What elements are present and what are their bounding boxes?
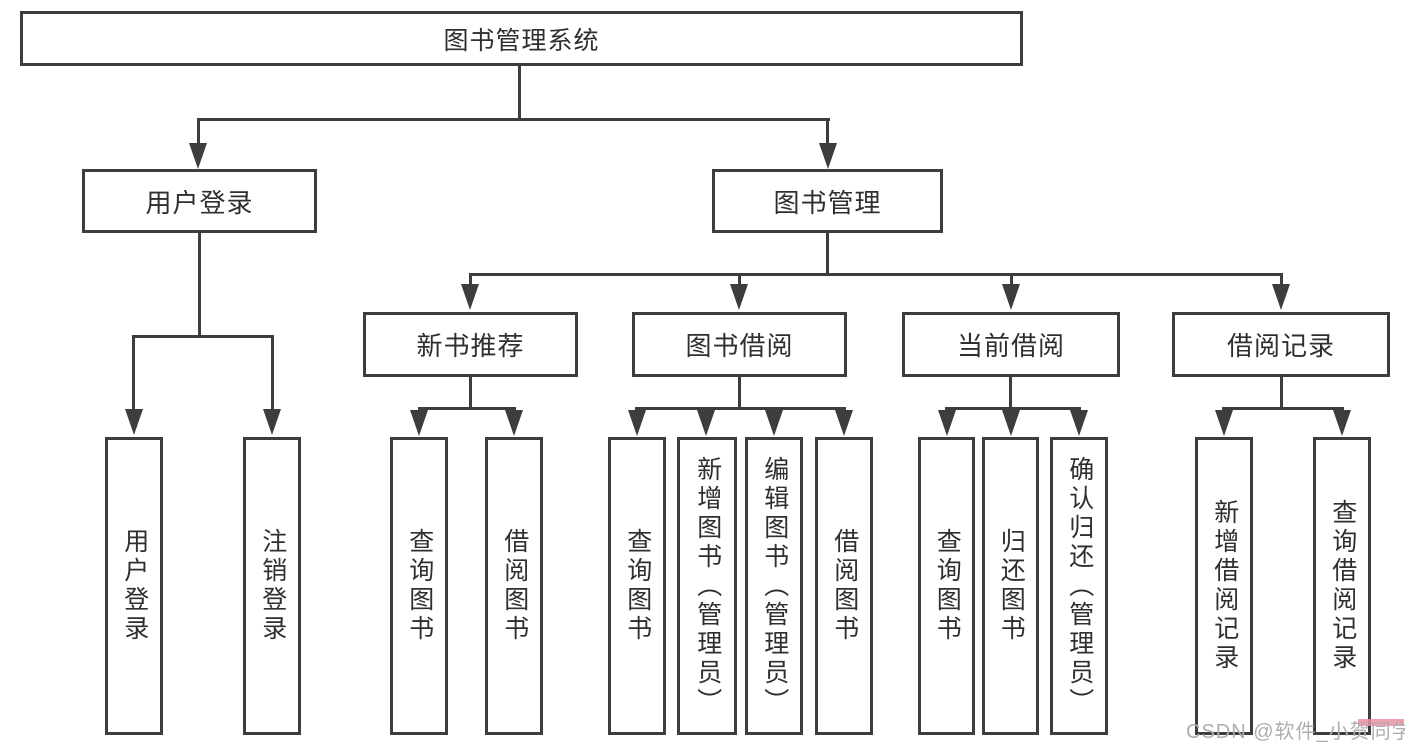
connector-g5-hline [1222,407,1344,410]
connector-bookmgmt-hline [469,273,1282,276]
connector-root-drop-left [197,118,200,148]
leaf-query-books-borrow: 查询图书 [608,437,666,735]
arrow-to-new-book-recommend [461,284,479,310]
leaf-add-borrow-record-label: 新增借阅记录 [1210,499,1239,673]
leaf-logout-label: 注销登录 [258,528,287,644]
leaf-edit-books-admin: 编辑图书（管理员） [745,437,803,735]
leaf-confirm-return-admin-label: 确认归还（管理员） [1065,455,1094,717]
node-borrow-records-label: 借阅记录 [1226,331,1335,361]
leaf-logout: 注销登录 [243,437,301,735]
node-current-borrow-label: 当前借阅 [956,331,1065,361]
arrow-g4-leaf1 [938,410,956,436]
connector-stub-bookborrow [738,273,741,286]
leaf-query-borrow-record: 查询借阅记录 [1313,437,1371,735]
connector-stub-currentborrow [1010,273,1013,286]
leaf-return-books-label: 归还图书 [997,528,1026,644]
leaf-return-books: 归还图书 [982,437,1039,735]
connector-root-drop-right [826,118,829,148]
connector-userlogin-vline [198,233,201,335]
connector-g4-vline [1009,377,1012,407]
connector-g3-vline [738,377,741,407]
leaf-borrow-books-recommend-label: 借阅图书 [500,528,529,644]
connector-root-vline [518,66,521,118]
arrow-to-current-borrow [1002,284,1020,310]
leaf-add-books-admin-label: 新增图书（管理员） [693,455,722,717]
node-current-borrow: 当前借阅 [902,312,1120,377]
arrow-g2-leaf2 [505,410,523,436]
arrow-g4-leaf3 [1070,410,1088,436]
leaf-query-books-recommend-label: 查询图书 [405,528,434,644]
connector-bookmgmt-vline [826,233,829,273]
leaf-add-borrow-record: 新增借阅记录 [1195,437,1253,735]
connector-g5-vline [1280,377,1283,407]
connector-root-hline [197,118,830,121]
leaf-borrow-books-label: 借阅图书 [830,528,859,644]
connector-g2-hline [418,407,516,410]
leaf-edit-books-admin-label: 编辑图书（管理员） [760,455,789,717]
leaf-add-books-admin: 新增图书（管理员） [677,437,737,735]
leaf-query-books-current: 查询图书 [918,437,975,735]
leaf-query-books-borrow-label: 查询图书 [623,528,652,644]
node-book-borrow: 图书借阅 [632,312,847,377]
arrow-g5-leaf2 [1333,410,1351,436]
arrow-to-leaf-user-login [125,409,143,435]
connector-g2-vline [469,377,472,407]
node-borrow-records: 借阅记录 [1172,312,1390,377]
arrow-g3-leaf1 [628,410,646,436]
leaf-query-books-current-label: 查询图书 [933,528,962,644]
leaf-user-login: 用户登录 [105,437,163,735]
leaf-borrow-books-recommend: 借阅图书 [485,437,543,735]
node-book-management-label: 图书管理 [773,187,882,218]
node-new-book-recommend-label: 新书推荐 [416,331,525,361]
arrow-to-borrow-records [1272,284,1290,310]
arrow-g4-leaf2 [1002,410,1020,436]
connector-g4-hline [945,407,1081,410]
arrow-to-book-borrow [730,284,748,310]
leaf-borrow-books: 借阅图书 [815,437,873,735]
arrow-to-leaf-logout [263,409,281,435]
node-root-label: 图书管理系统 [443,26,600,55]
leaf-query-books-recommend: 查询图书 [390,437,448,735]
arrow-g3-leaf2 [697,410,715,436]
arrow-to-book-management [819,143,837,169]
connector-stub-borrowrecords [1280,273,1283,286]
connector-userlogin-hline [132,335,274,338]
node-root: 图书管理系统 [20,11,1023,66]
watermark: CSDN @软件_小贺同学 [1186,721,1405,743]
leaf-confirm-return-admin: 确认归还（管理员） [1050,437,1108,735]
connector-g3-hline [635,407,846,410]
node-book-borrow-label: 图书借阅 [685,331,794,361]
leaf-query-borrow-record-label: 查询借阅记录 [1328,499,1357,673]
node-book-management: 图书管理 [712,169,943,233]
connector-userlogin-drop-right [271,335,274,412]
arrow-g2-leaf1 [410,410,428,436]
connector-userlogin-drop-left [132,335,135,412]
watermark-accent-bar [1358,719,1404,726]
node-new-book-recommend: 新书推荐 [363,312,578,377]
arrow-g3-leaf3 [765,410,783,436]
arrow-to-user-login [189,143,207,169]
arrow-g5-leaf1 [1215,410,1233,436]
leaf-user-login-label: 用户登录 [120,528,149,644]
connector-stub-newbook [469,273,472,286]
node-user-login-label: 用户登录 [145,187,254,218]
arrow-g3-leaf4 [835,410,853,436]
node-user-login: 用户登录 [82,169,317,233]
